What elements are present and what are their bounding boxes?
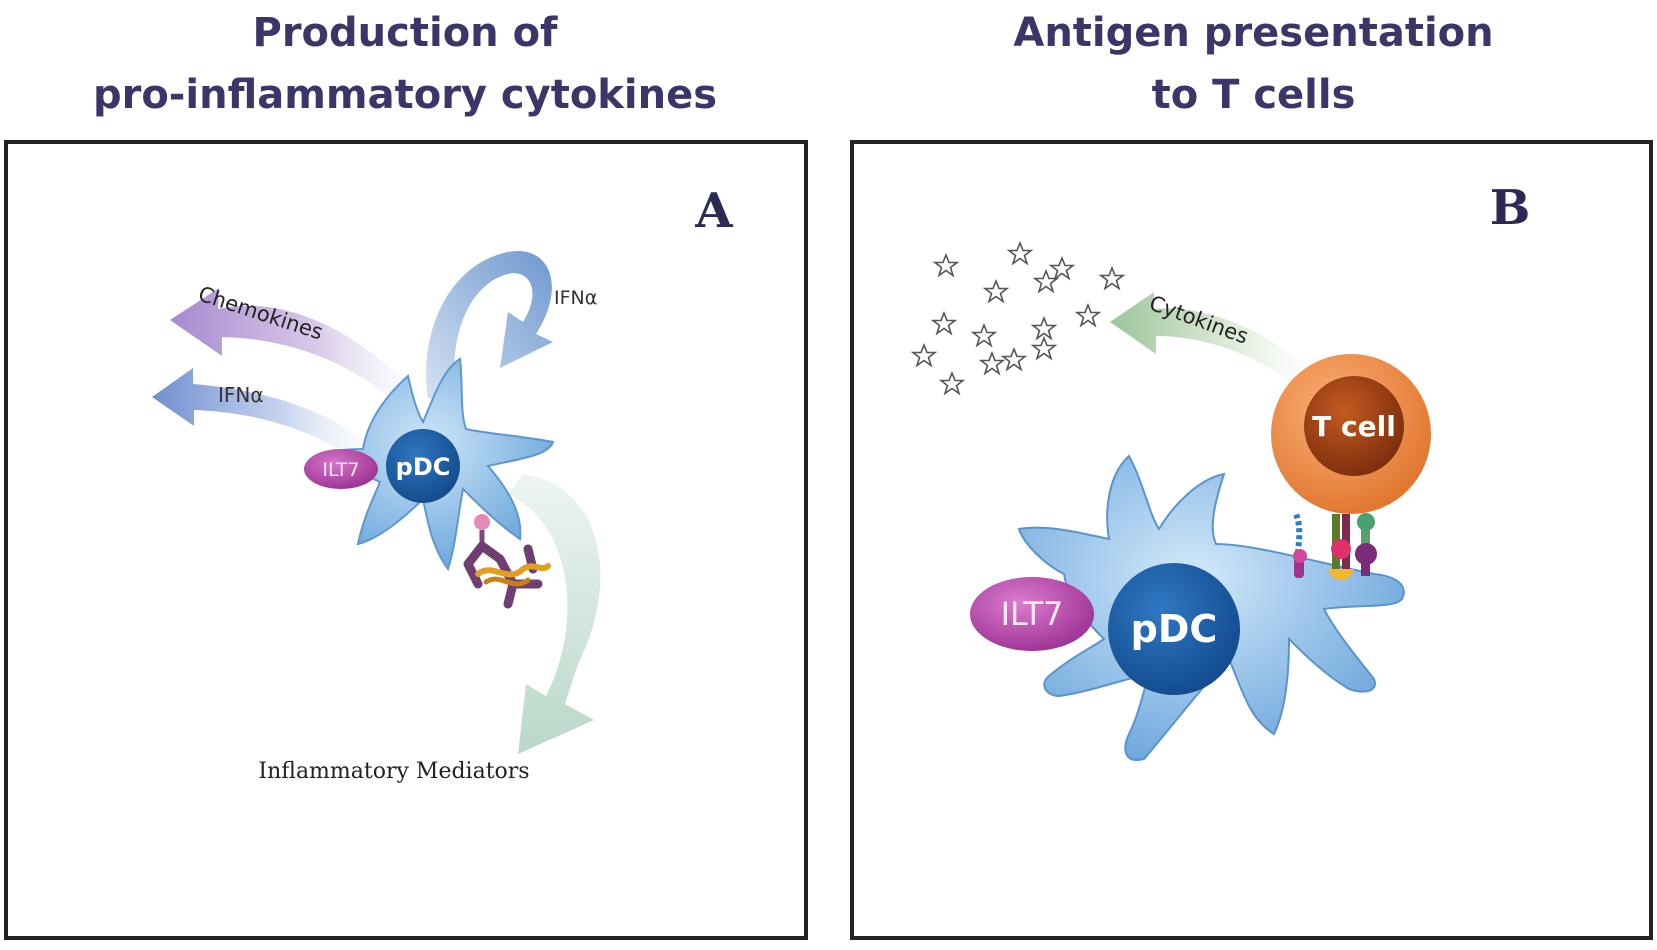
cytokine-star [1002, 348, 1026, 371]
cytokine-star [940, 372, 964, 395]
pdc-nucleus-a [386, 429, 460, 503]
t-cell-nucleus [1304, 376, 1404, 476]
cytokine-star [1034, 270, 1058, 293]
cytokine-star [1032, 337, 1056, 360]
pdc-label-a: pDC [396, 453, 451, 481]
panel-a-title: Production of pro-inflammatory cytokines [0, 2, 810, 126]
panel-a-letter: A [694, 183, 733, 239]
ilt7-label-b: ILT7 [1001, 595, 1064, 633]
mediators-arrow: Inflammatory Mediators [258, 474, 601, 784]
panel-a-diagram: A Chemokines IFNα IFNα Inflammatory Medi… [152, 183, 733, 784]
panel-b: B Cytokines ILT7 [850, 140, 1653, 940]
panel-b-diagram: B Cytokines ILT7 [912, 180, 1531, 761]
mediators-label: Inflammatory Mediators [258, 759, 529, 784]
immune-complex-icon [463, 514, 551, 609]
cytokine-star [1100, 267, 1124, 290]
panel-a-title-line2: pro-inflammatory cytokines [92, 72, 718, 118]
cytokine-star [972, 324, 996, 347]
cytokine-star [932, 312, 956, 335]
cytokine-star [1076, 304, 1100, 327]
ifna-loop-arrow: IFNα [426, 250, 597, 399]
cytokine-stars [912, 242, 1124, 395]
pdc-nucleus-b [1108, 563, 1240, 695]
panel-b-letter: B [1490, 180, 1531, 236]
cytokines-arrow: Cytokines [1110, 291, 1309, 384]
receptor-complex-icon [1293, 512, 1377, 581]
cytokine-star [1032, 317, 1056, 340]
t-cell-label: T cell [1312, 410, 1396, 443]
ifna-loop-label: IFNα [554, 287, 597, 309]
ilt7-label-a: ILT7 [322, 459, 359, 481]
ifna-out-label: IFNα [218, 383, 264, 407]
cytokine-star [1008, 242, 1032, 265]
cytokine-star [1050, 257, 1074, 280]
panel-b-title: Antigen presentation to T cells [850, 2, 1657, 126]
cytokine-star [934, 254, 958, 277]
cytokine-star [912, 344, 936, 367]
cytokine-star [980, 352, 1004, 375]
panel-a: A Chemokines IFNα IFNα Inflammatory Medi… [4, 140, 808, 940]
cytokine-star [984, 280, 1008, 303]
ilt7-receptor-b [970, 577, 1094, 651]
pdc-label-b: pDC [1131, 607, 1218, 651]
ilt7-receptor-a [304, 449, 378, 489]
ifna-out-arrow: IFNα [152, 368, 368, 459]
panel-b-title-line1: Antigen presentation [1013, 10, 1494, 56]
panel-a-title-line1: Production of [252, 10, 558, 56]
panel-b-title-line2: to T cells [1151, 72, 1356, 118]
